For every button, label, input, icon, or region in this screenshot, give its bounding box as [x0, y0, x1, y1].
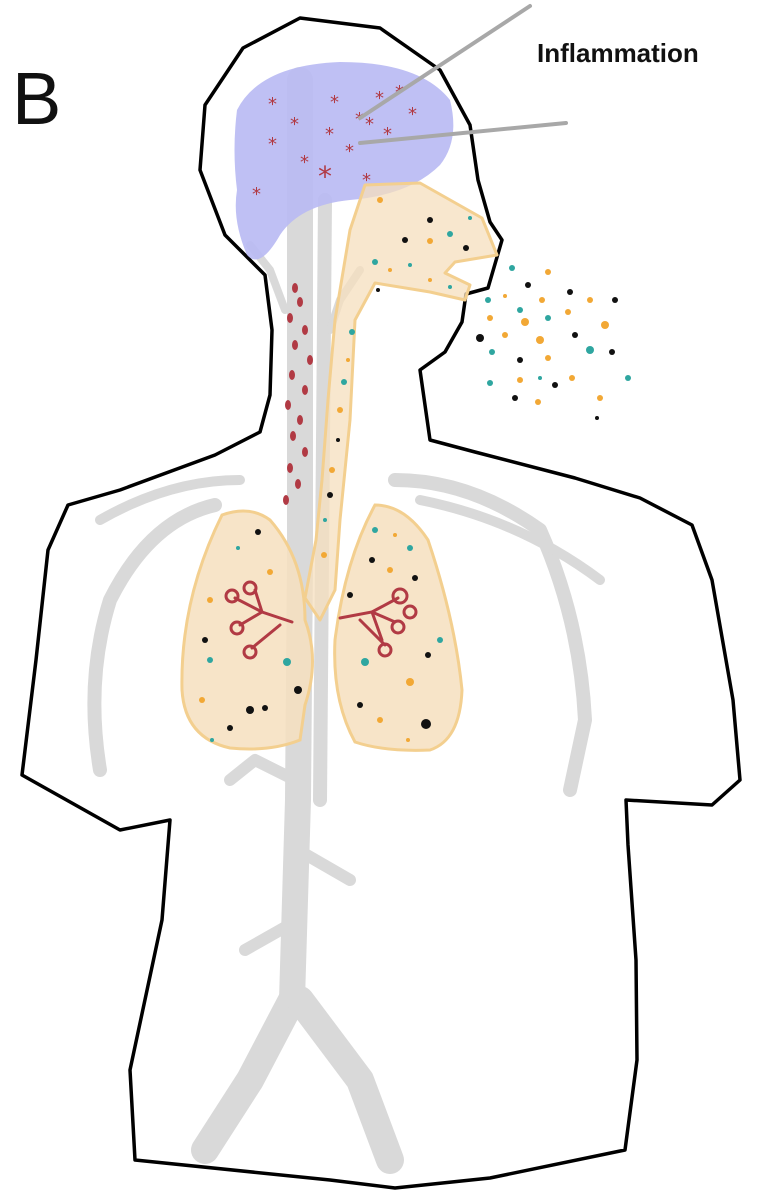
svg-text:*: *	[268, 94, 277, 115]
svg-text:*: *	[318, 160, 332, 193]
svg-text:*: *	[290, 114, 299, 135]
svg-text:*: *	[365, 114, 374, 135]
svg-text:*: *	[330, 92, 339, 113]
svg-text:*: *	[300, 152, 309, 173]
svg-text:*: *	[408, 104, 417, 125]
svg-text:*: *	[252, 184, 261, 205]
svg-text:*: *	[325, 124, 334, 145]
inflammation-label: Inflammation	[537, 40, 699, 66]
airborne-particle-cloud	[476, 265, 631, 420]
svg-text:*: *	[268, 134, 277, 155]
svg-text:*: *	[345, 141, 354, 162]
panel-letter: B	[12, 62, 61, 136]
